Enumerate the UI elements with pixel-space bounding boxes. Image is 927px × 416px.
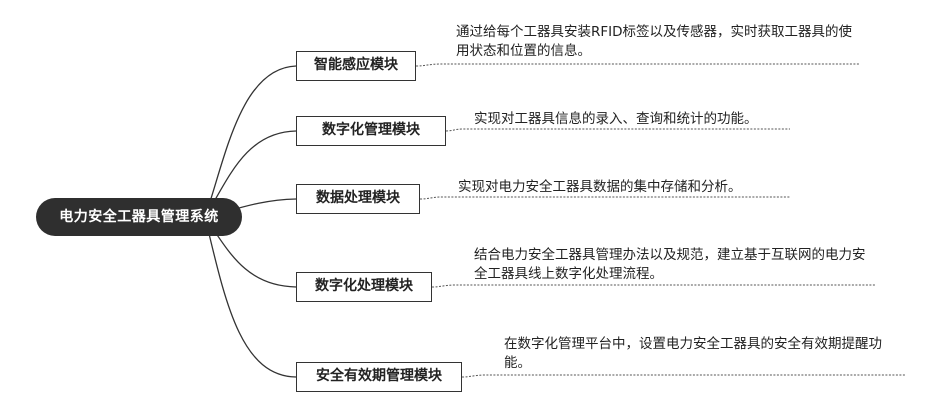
desc-line-3 — [420, 197, 790, 199]
module-description-5: 在数字化管理平台中，设置电力安全工器具的安全有效期提醒功能。 — [504, 335, 904, 373]
module-node-3: 数据处理模块 — [296, 184, 420, 214]
module-node-5: 安全有效期管理模块 — [296, 362, 462, 392]
module-node-4: 数字化处理模块 — [296, 272, 432, 302]
desc-line-1 — [416, 64, 860, 66]
module-description-1: 通过给每个工器具安装RFID标签以及传感器，实时获取工器具的使用状态和位置的信息… — [456, 23, 854, 61]
desc-line-4 — [432, 285, 876, 287]
module-description-3: 实现对电力安全工器具数据的集中存储和分析。 — [458, 178, 788, 197]
desc-line-5 — [462, 375, 906, 377]
root-node: 电力安全工器具管理系统 — [36, 198, 242, 236]
branch-line-5 — [205, 217, 296, 377]
module-node-2: 数字化管理模块 — [296, 116, 446, 146]
module-description-4: 结合电力安全工器具管理办法以及规范，建立基于互联网的电力安全工器具线上数字化处理… — [474, 246, 872, 284]
module-node-1: 智能感应模块 — [296, 51, 416, 81]
desc-line-2 — [446, 129, 790, 131]
module-description-2: 实现对工器具信息的录入、查询和统计的功能。 — [474, 110, 794, 129]
